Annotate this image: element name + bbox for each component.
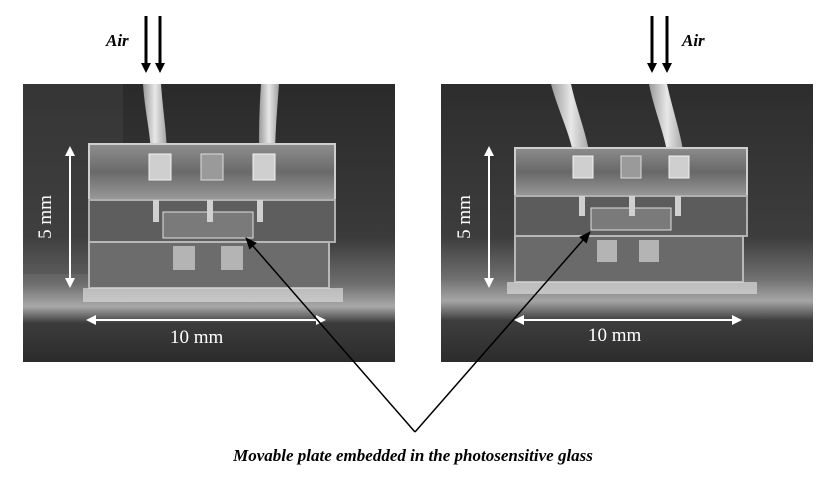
height-label-left: 5 mm [34, 195, 56, 239]
device-photo-left [23, 84, 395, 362]
figure-caption: Movable plate embedded in the photosensi… [233, 446, 593, 465]
air-label-left: Air [106, 31, 129, 50]
air-arrow-left [141, 16, 165, 73]
width-label-left: 10 mm [170, 327, 224, 348]
height-label-right: 5 mm [453, 195, 475, 239]
air-arrow-right [647, 16, 672, 73]
width-label-right: 10 mm [588, 325, 642, 346]
plate-pointer-lines [245, 231, 591, 433]
device-photo-left-image [23, 84, 395, 362]
air-label-right: Air [682, 31, 705, 50]
